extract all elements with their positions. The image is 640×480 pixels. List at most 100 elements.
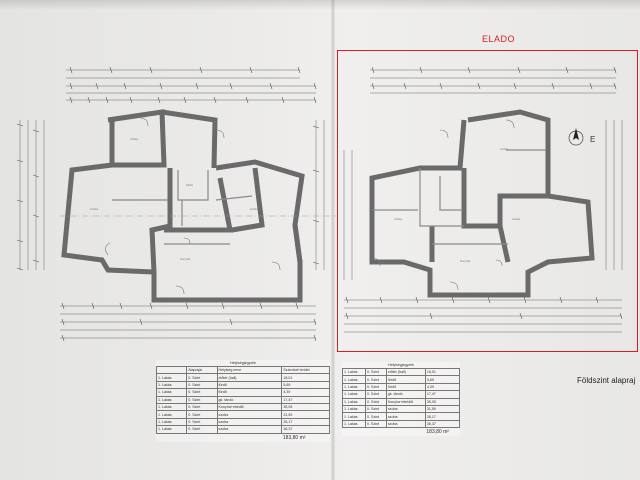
svg-text:Konyha: Konyha	[180, 257, 191, 261]
table-cell: szoba	[216, 425, 283, 434]
header-cell: Alaprajzi	[186, 365, 218, 375]
dimension-lines-top-left	[66, 69, 316, 101]
table-cell: 36,37	[281, 425, 330, 434]
table-cell: szoba	[385, 419, 426, 429]
table-cell: 0. Szint	[365, 397, 387, 406]
table-cell: 31,59	[424, 404, 461, 414]
elado-highlight-frame	[337, 50, 638, 352]
table-cell: 0. Szint	[365, 390, 387, 399]
table-cell: 1. Lakás	[155, 417, 188, 427]
dimension-ticks-bottom-left	[61, 302, 317, 342]
table-cell: 5,69	[281, 380, 330, 390]
schedule-total: 183,80 m²	[282, 434, 306, 441]
table-cell: 0. Szint	[186, 380, 218, 390]
table-cell: 4,39	[281, 388, 330, 397]
dimension-ticks-top-left	[69, 66, 317, 104]
dimension-ticks-top-right	[371, 66, 617, 90]
floor-plan-title: Földszint alapraj	[577, 376, 636, 385]
schedule-caption: Helyiségjegyzék	[230, 361, 256, 365]
table-cell: 1. Lakás	[155, 373, 188, 382]
header-cell	[155, 365, 188, 375]
table-cell: 35,05	[281, 402, 330, 412]
svg-text:szoba: szoba	[500, 147, 508, 151]
dimension-lines-bottom-right	[344, 299, 622, 333]
table-cell: 0. Szint	[186, 425, 218, 434]
table-cell: 1. Lakás	[155, 425, 188, 434]
table-cell: 18,01	[281, 373, 330, 382]
table-cell: szoba	[385, 404, 426, 414]
dimension-lines-side-right	[343, 120, 623, 280]
table-cell: 31,59	[281, 410, 330, 419]
table-cell: 1. Lakás	[341, 382, 367, 392]
north-arrow-icon: E	[568, 128, 595, 146]
svg-text:Konyha: Konyha	[460, 259, 471, 263]
table-cell: 0. Szint	[186, 373, 218, 382]
table-cell: 1. Lakás	[341, 397, 367, 406]
table-cell: 0. Szint	[365, 404, 387, 414]
table-cell: 1. Lakás	[341, 419, 367, 429]
svg-text:E: E	[590, 135, 595, 144]
table-cell: 0. Szint	[365, 419, 387, 429]
table-cell: fürdő	[385, 382, 426, 392]
table-cell: 35,05	[424, 397, 461, 406]
table-cell: fürdő	[385, 375, 426, 384]
table-cell: fürdő	[216, 380, 283, 390]
schedule-caption: Helyiségjegyzék	[388, 363, 414, 367]
dimension-lines-top-right	[370, 69, 616, 94]
table-cell: 1. Lakás	[341, 412, 367, 421]
inner-walls-left	[112, 170, 253, 245]
table-cell: szoba	[216, 417, 283, 427]
svg-text:szoba: szoba	[394, 217, 402, 221]
table-cell: 4,39	[424, 382, 461, 392]
table-cell: 1. Lakás	[155, 388, 188, 397]
table-cell: 17,47	[281, 395, 330, 404]
door-arcs-right	[371, 119, 515, 291]
table-cell: 5,69	[424, 375, 461, 384]
table-cell: 0. Szint	[186, 402, 218, 412]
table-cell: 35,17	[281, 417, 330, 427]
elado-label: ELADO	[482, 34, 516, 44]
header-cell: Számított terület	[281, 365, 330, 375]
table-cell: Konyha+ebédlő	[216, 402, 283, 412]
header-cell: Helyiség neve	[216, 365, 283, 375]
paper-fold	[331, 0, 335, 480]
svg-text:fürdő: fürdő	[186, 183, 193, 187]
table-cell: 18,01	[424, 367, 461, 377]
table-cell: 1. Lakás	[155, 402, 188, 412]
table-cell: 1. Lakás	[155, 395, 188, 404]
table-cell: gk. tároló	[216, 395, 283, 404]
table-cell: 1. Lakás	[341, 375, 367, 384]
table-cell: fürdő	[216, 388, 283, 397]
svg-text:szoba: szoba	[250, 207, 258, 211]
table-cell: 1. Lakás	[341, 367, 367, 377]
table-cell: szoba	[385, 412, 426, 421]
schedule-header: Alaprajzi Helyiség neve Számított terüle…	[155, 365, 330, 375]
table-cell: 0. Szint	[365, 367, 387, 377]
dimension-lines-side-left	[19, 120, 325, 270]
walls-left-unit	[61, 109, 305, 303]
room-schedule-left: Helyiségjegyzék Alaprajzi Helyiség neve …	[155, 360, 330, 442]
table-cell: 1. Lakás	[341, 404, 367, 414]
table-cell: 0. Szint	[186, 395, 218, 404]
svg-text:szoba: szoba	[512, 217, 520, 221]
table-cell: 1. Lakás	[341, 390, 367, 399]
svg-text:szoba: szoba	[90, 207, 98, 211]
table-cell: 0. Szint	[186, 417, 218, 427]
dimension-ticks-bottom-right	[345, 296, 623, 320]
dimension-lines-bottom-left	[60, 305, 316, 339]
table-cell: 36,37	[424, 419, 461, 429]
table-cell: előtér (hall)	[216, 373, 283, 382]
table-cell: 0. Szint	[186, 388, 218, 397]
table-cell: előtér (hall)	[385, 367, 426, 377]
